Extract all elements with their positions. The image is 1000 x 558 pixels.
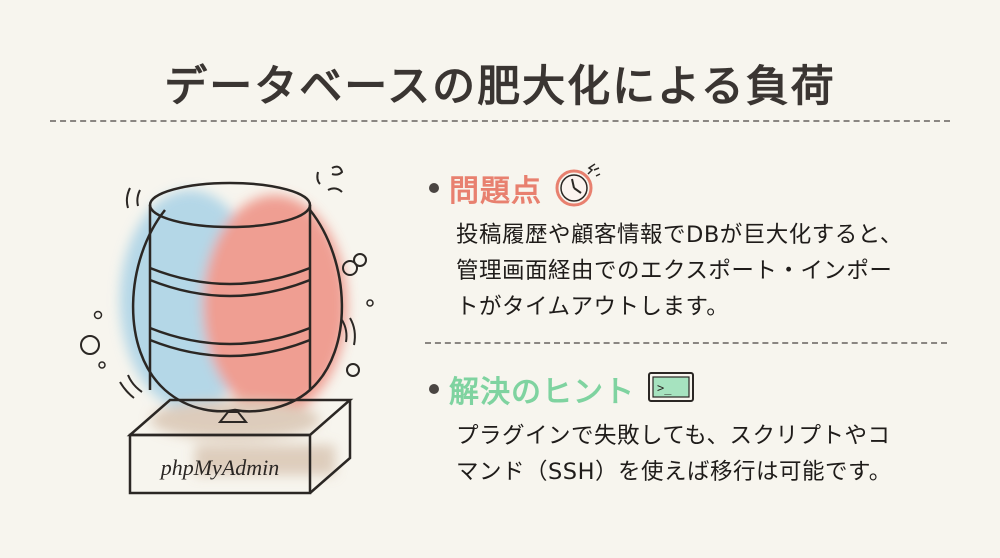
- hint-line: プラグインで失敗しても、スクリプトやコ: [456, 423, 891, 449]
- problem-line: 管理画面経由でのエクスポート・インポー: [456, 258, 893, 284]
- terminal-icon: >_: [647, 371, 695, 407]
- bullet-icon: [429, 384, 439, 394]
- bloated-database-icon: phpMyAdmin: [80, 165, 374, 495]
- hint-heading: 解決のヒント >_: [425, 364, 892, 414]
- problem-line: 投稿履歴や顧客情報でDBが巨大化すると、: [456, 222, 903, 248]
- bullet-icon: [429, 183, 439, 193]
- page-title: データベースの肥大化による負荷: [164, 62, 836, 112]
- database-illustration: phpMyAdmin: [70, 150, 400, 510]
- hint-line: マンド（SSH）を使えば移行は可能です。: [456, 459, 892, 485]
- problem-heading: 問題点: [425, 163, 903, 213]
- svg-text:>_: >_: [657, 381, 672, 395]
- problem-description: 投稿履歴や顧客情報でDBが巨大化すると、 管理画面経由でのエクスポート・インポー…: [456, 217, 903, 325]
- title-divider: [50, 120, 950, 122]
- problem-section: 問題点 投稿履歴や顧客情報でDBが巨大化すると、 管理画面経由でのエクスポート・…: [425, 163, 903, 325]
- svg-text:phpMyAdmin: phpMyAdmin: [159, 455, 280, 480]
- broken-clock-icon: [554, 162, 604, 214]
- hint-heading-text: 解決のヒント: [449, 375, 635, 410]
- hint-section: 解決のヒント >_ プラグインで失敗しても、スクリプトやコ マンド（SSH）を使…: [425, 364, 892, 490]
- problem-line: トがタイムアウトします。: [456, 294, 730, 320]
- section-divider: [425, 342, 947, 344]
- hint-description: プラグインで失敗しても、スクリプトやコ マンド（SSH）を使えば移行は可能です。: [456, 418, 892, 490]
- problem-heading-text: 問題点: [449, 174, 542, 209]
